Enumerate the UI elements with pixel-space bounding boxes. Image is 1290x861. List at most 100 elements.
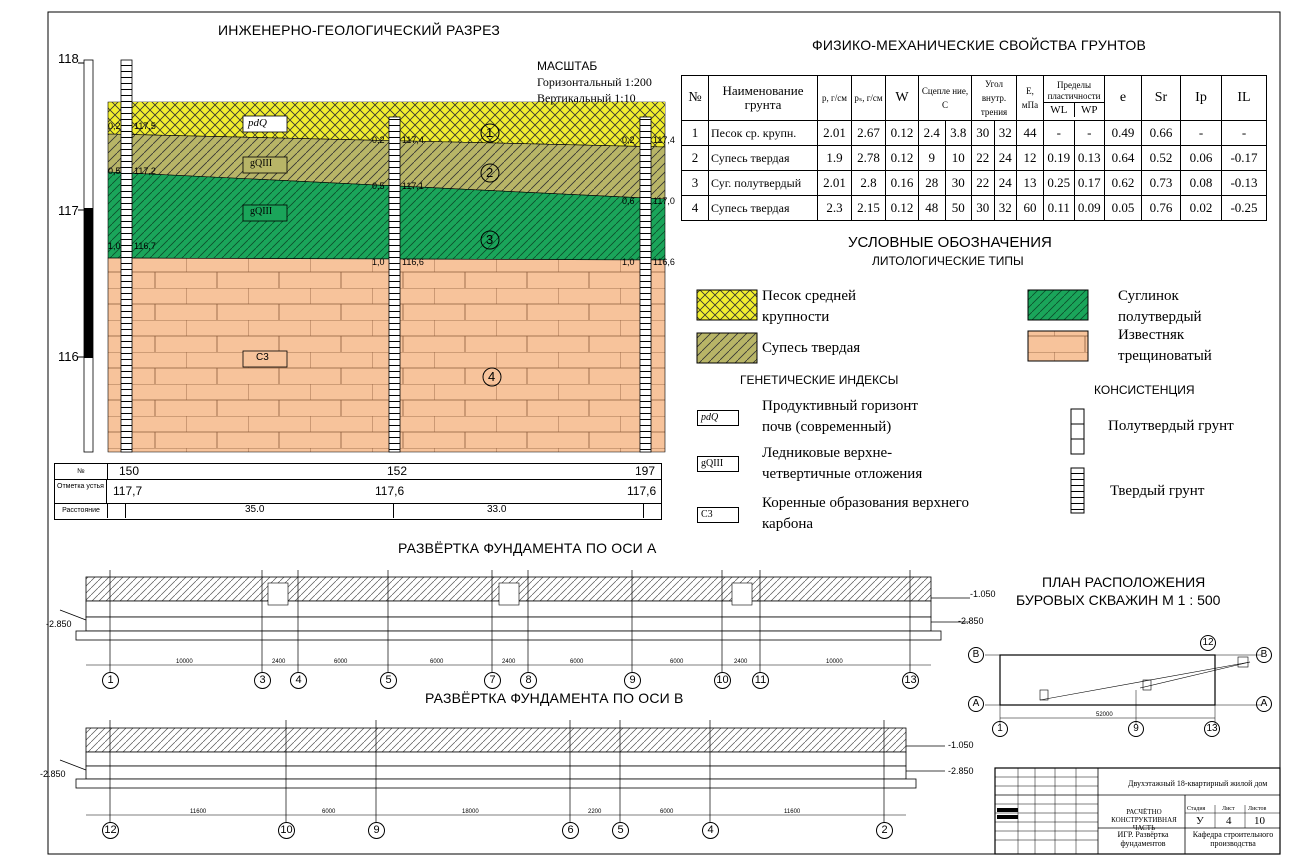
scale-title: МАСШТАБ [537,59,598,73]
soil-name: Супесь твердая [708,145,818,171]
table-cell: 12 [1016,145,1044,171]
axis-marker: 2 [876,822,893,839]
plan-axis-num: 12 [1200,635,1216,651]
table-cell: 2.8 [851,170,886,196]
plan-axis-num: 13 [1204,721,1220,737]
table-cell: 9 [918,145,946,171]
legend-gen-title: ГЕНЕТИЧЕСКИЕ ИНДЕКСЫ [740,373,899,387]
table-cell: 30 [944,170,972,196]
plan-axis-num: 9 [1128,721,1144,737]
mark-label: 117,2 [134,166,156,176]
axis-marker: 10 [714,672,731,689]
axis-marker: 6 [562,822,579,839]
bh-num-label: № [55,464,108,479]
table-cell: -0.17 [1221,145,1267,171]
table-cell: 1 [681,120,709,146]
level-mark: -2.850 [40,769,66,779]
bh-elev: 117,6 [627,484,657,498]
mark-label: 117,5 [134,121,156,131]
dimension-label: 6000 [570,659,584,665]
part-name: РАСЧЁТНО КОНСТРУКТИВНАЯ ЧАСТЬ [1111,808,1177,832]
table-cell: 0.06 [1180,145,1222,171]
axis-marker: 8 [520,672,537,689]
col-header: Ip [1180,75,1222,121]
table-cell: 0.25 [1043,170,1075,196]
axis-marker: 5 [612,822,629,839]
soil-name: Песок ср. крупн. [708,120,818,146]
depth-label: 1,0 [372,257,385,267]
col-header: Наименование грунта [708,75,818,121]
layer-number: 3 [486,232,494,247]
table-cell: 0.52 [1141,145,1181,171]
elev-label: 116 [58,349,79,364]
axis-marker: 5 [380,672,397,689]
legend-title: УСЛОВНЫЕ ОБОЗНАЧЕНИЯ [848,234,1052,251]
table-cell: -0.13 [1221,170,1267,196]
axis-marker: 3 [254,672,271,689]
table-cell: 2.67 [851,120,886,146]
table-cell: 0.02 [1180,195,1222,221]
depth-label: 0,5 [372,181,385,191]
table-cell: 0.64 [1104,145,1142,171]
plan-axis-letter: B [1256,647,1272,663]
col-header: Пределы пластичности [1044,80,1104,103]
plan-axis-letter: A [968,696,984,712]
borehole-plan [985,654,1262,725]
axis-marker: 13 [902,672,919,689]
table-cell: 30 [971,120,995,146]
table-cell: 4 [681,195,709,221]
dimension-label: 2400 [734,659,748,665]
table-cell: 2.01 [817,120,852,146]
table-cell: 0.66 [1141,120,1181,146]
table-cell: 2.4 [918,120,946,146]
cons-item: Полутвердый грунт [1108,418,1234,434]
table-cell: 3 [681,170,709,196]
dimension-label: 2400 [272,659,286,665]
legend-swatches [696,289,1089,514]
table-cell: 0.12 [885,145,919,171]
table-cell: 2.3 [817,195,852,221]
table-cell: 32 [993,120,1017,146]
dimension-label: 11600 [190,809,207,815]
depth-label: 0,5 [108,166,121,176]
borehole-table: № 150 152 197 Отметка устья 117,7 117,6 … [54,463,662,520]
drawing-name: ИГР. Развёртка фундаментов [1117,830,1169,848]
level-mark: -2.850 [958,616,984,626]
level-mark: -2.850 [948,766,974,776]
table-cell: 3.8 [944,120,972,146]
gen-index-code: C3 [697,507,739,523]
bh-elev: 117,7 [113,484,143,498]
dimension-label: 10000 [826,659,843,665]
axis-marker: 12 [102,822,119,839]
depth-label: 0,6 [622,196,635,206]
plan-axis-num: 1 [992,721,1008,737]
sheets-value: 10 [1254,815,1265,827]
dimension-label: 6000 [670,659,684,665]
department: Кафедра строительного производства [1192,830,1274,848]
elev-label: 117 [58,203,79,218]
table-cell: 0.49 [1104,120,1142,146]
col-subheader: WL [1044,102,1075,117]
table-cell: 0.73 [1141,170,1181,196]
col-header: IL [1221,75,1267,121]
table-cell: 0.08 [1180,170,1222,196]
dimension-label: 18000 [462,809,479,815]
bh-id: 152 [387,464,408,478]
mark-label: 117,1 [402,181,424,191]
col-header: Угол внутр. трения [971,75,1017,121]
depth-label: 1,0 [622,257,635,267]
table-cell: 0.13 [1073,145,1105,171]
scale-vertical: Вертикальный 1:10 [537,91,636,105]
layer-index: gQIII [250,206,273,217]
axis-marker: 9 [368,822,385,839]
mark-label: 117,0 [653,196,675,206]
table-cell: - [1180,120,1222,146]
elev-label: 118 [58,51,79,66]
table-cell: 24 [993,145,1017,171]
bh-elev-label: Отметка устья [55,479,107,503]
